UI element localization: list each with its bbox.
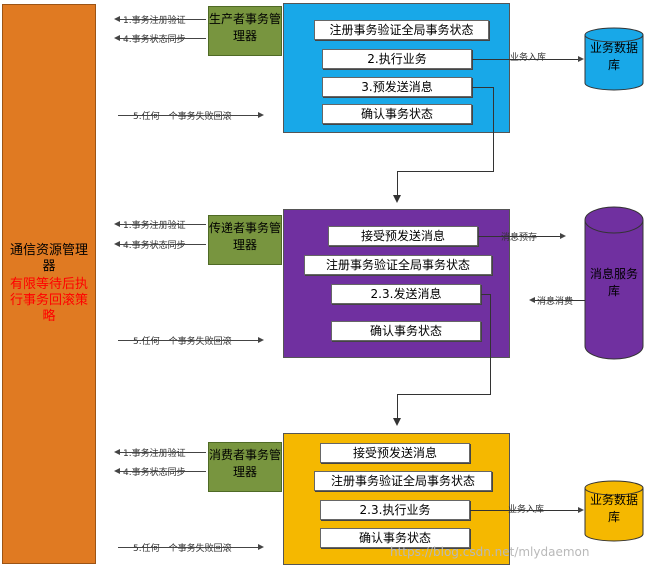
connector-2d: [397, 394, 398, 418]
producer-msg-sync: 4.事务状态同步: [123, 35, 186, 45]
producer-step-register: 注册事务验证全局事务状态: [314, 20, 489, 40]
connector-2b: [490, 294, 491, 394]
consume-line: [535, 300, 585, 301]
producer-register-line: [118, 19, 206, 20]
transmitter-rollback-line: [118, 340, 258, 341]
msg-consume-label: 消息消费: [537, 297, 574, 307]
transmitter-step-receive: 接受预发送消息: [328, 226, 478, 246]
consumer-manager: 消费者事务管理器: [208, 442, 282, 492]
consumer-rollback-line: [118, 547, 258, 548]
consumer-step-register: 注册事务验证全局事务状态: [314, 471, 492, 491]
connector-1c: [397, 171, 494, 172]
arrow-down-icon: [393, 195, 401, 203]
biz-store-label-1: 业务入库: [510, 53, 547, 63]
consumer-msg-sync: 4.事务状态同步: [123, 468, 186, 478]
business-database-1-icon: [584, 27, 644, 91]
transmitter-manager: 传递者事务管理器: [208, 215, 282, 265]
producer-rollback-line: [118, 115, 258, 116]
transmitter-msg-rollback: 5.任何一个事务失败回滚: [133, 337, 232, 347]
consumer-step-execute: 2.3.执行业务: [320, 500, 470, 520]
connector-1b: [493, 87, 494, 171]
message-database-label: 消息服务库: [589, 267, 638, 298]
connector-1a: [472, 87, 494, 88]
producer-manager-label: 生产者事务管理器: [209, 12, 282, 43]
left-manager-note: 有限等待后执行事务回滚策略: [9, 277, 88, 324]
consumer-step-confirm: 确认事务状态: [320, 528, 470, 548]
producer-step-confirm: 确认事务状态: [322, 104, 472, 124]
consumer-step-receive: 接受预发送消息: [320, 443, 470, 463]
prestore-line: [478, 236, 562, 237]
arrow-left-icon: [114, 35, 120, 41]
business-database-1-label: 业务数据库: [589, 41, 638, 72]
producer-step-presend: 3.预发送消息: [322, 77, 472, 97]
consumer-msg-rollback: 5.任何一个事务失败回滚: [133, 544, 232, 554]
transmitter-msg-sync: 4.事务状态同步: [123, 241, 186, 251]
arrow-right-icon: [560, 233, 566, 239]
transmitter-step-register: 注册事务验证全局事务状态: [304, 255, 492, 275]
transmitter-msg-register: 1.事务注册验证: [123, 221, 186, 231]
message-database-icon: [584, 206, 644, 360]
arrow-down-icon: [393, 418, 401, 426]
producer-msg-rollback: 5.任何一个事务失败回滚: [133, 112, 232, 122]
consumer-msg-register: 1.事务注册验证: [123, 449, 186, 459]
arrow-left-icon: [114, 221, 120, 227]
connector-2c: [397, 394, 491, 395]
consumer-manager-label: 消费者事务管理器: [209, 448, 282, 479]
producer-step-execute: 2.执行业务: [322, 49, 472, 69]
arrow-left-icon: [114, 449, 120, 455]
arrow-left-icon: [114, 16, 120, 22]
arrow-right-icon: [578, 507, 584, 513]
arrow-right-icon: [578, 56, 584, 62]
transmitter-register-line: [118, 224, 206, 225]
producer-db-line: [472, 59, 580, 60]
arrow-right-icon: [258, 112, 264, 118]
arrow-left-icon: [114, 468, 120, 474]
left-manager-title: 通信资源管理器: [9, 243, 88, 274]
business-database-2-label: 业务数据库: [589, 493, 638, 524]
producer-manager: 生产者事务管理器: [208, 6, 282, 56]
connector-2a: [481, 294, 491, 295]
consumer-sync-line: [118, 471, 206, 472]
transmitter-step-confirm: 确认事务状态: [331, 321, 481, 341]
producer-sync-line: [118, 38, 206, 39]
transmitter-manager-label: 传递者事务管理器: [209, 221, 282, 252]
consumer-register-line: [118, 452, 206, 453]
watermark: https://blog.csdn.net/mlydaemon: [390, 545, 590, 559]
arrow-left-icon: [114, 241, 120, 247]
arrow-left-icon: [529, 297, 535, 303]
transmitter-step-send: 2.3.发送消息: [331, 284, 481, 304]
business-database-2-icon: [584, 480, 644, 542]
consumer-db-line: [470, 510, 580, 511]
connector-1d: [397, 171, 398, 195]
producer-msg-register: 1.事务注册验证: [123, 16, 186, 26]
biz-store-label-2: 业务入库: [508, 505, 545, 515]
arrow-right-icon: [258, 544, 264, 550]
arrow-right-icon: [258, 337, 264, 343]
communication-resource-manager: 通信资源管理器 有限等待后执行事务回滚策略: [2, 4, 96, 564]
msg-prestore-label: 消息预存: [501, 233, 538, 243]
transmitter-sync-line: [118, 244, 206, 245]
